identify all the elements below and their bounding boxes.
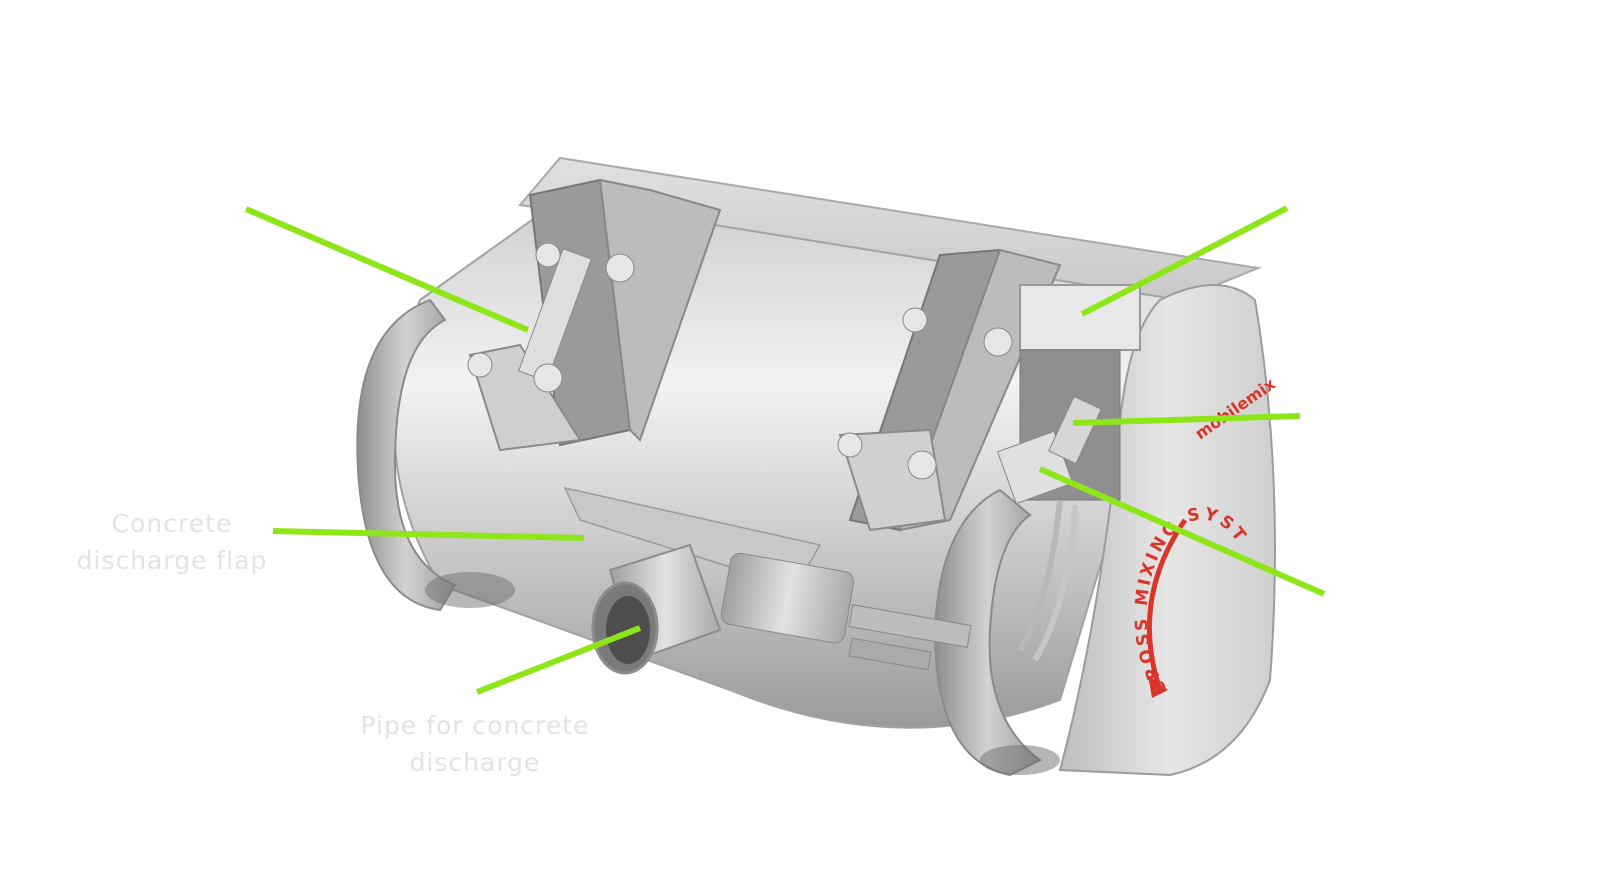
right-end-ring	[933, 488, 1042, 777]
callout-line-discharge-flap	[272, 528, 585, 541]
callout-line-top-right	[1080, 205, 1289, 317]
label-discharge-flap: Concrete discharge flap	[76, 509, 268, 575]
callout-lines	[244, 205, 1326, 695]
left-mount-bracket	[467, 178, 722, 452]
arrow-icon	[1146, 518, 1188, 691]
callout-line-discharge-pipe	[475, 625, 642, 695]
callout-line-valve-block	[1038, 466, 1326, 597]
mixer-drum: mobilemix CROSS MIXING SYSTEM	[0, 0, 1279, 777]
label-discharge-pipe: Pipe for concrete discharge	[360, 711, 590, 777]
callout-line-left-bracket	[244, 206, 530, 333]
hydraulic-cylinder	[720, 552, 972, 671]
callout-line-valve	[1072, 413, 1301, 426]
